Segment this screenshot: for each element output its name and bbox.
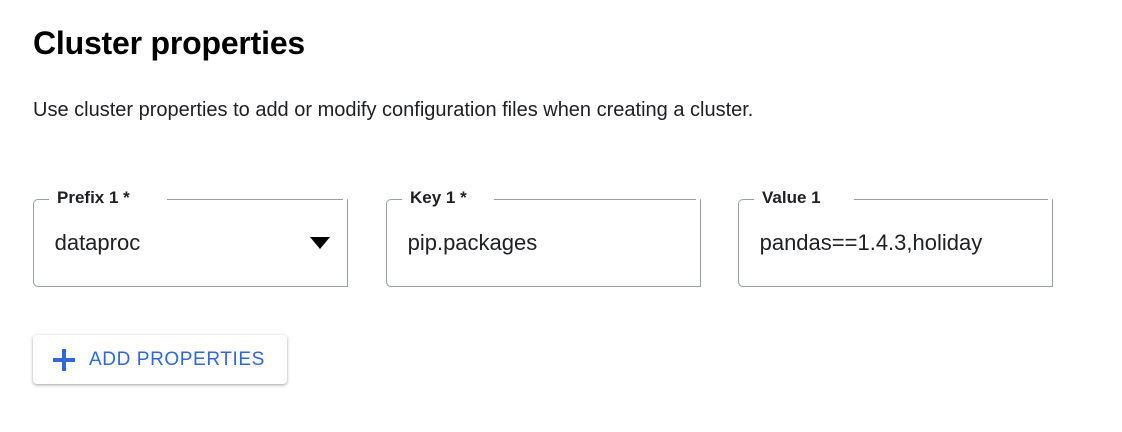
field-value-1[interactable]: Value 1 pandas==1.4.3,holiday bbox=[738, 188, 1053, 287]
outline-trailing bbox=[347, 199, 348, 287]
field-body-prefix-1[interactable]: dataproc bbox=[35, 201, 347, 286]
field-value-prefix-1: dataproc bbox=[54, 230, 141, 255]
page-description: Use cluster properties to add or modify … bbox=[33, 99, 754, 121]
field-label-prefix-1: Prefix 1 * bbox=[53, 188, 134, 208]
field-value-key-1: pip.packages bbox=[407, 230, 538, 255]
add-properties-button[interactable]: ADD PROPERTIES bbox=[33, 335, 287, 384]
field-label-key-1: Key 1 * bbox=[406, 188, 471, 208]
field-label-value-1: Value 1 bbox=[758, 188, 825, 208]
outline-trailing bbox=[1052, 199, 1053, 287]
field-prefix-1[interactable]: Prefix 1 * dataproc bbox=[33, 188, 348, 287]
field-body-value-1[interactable]: pandas==1.4.3,holiday bbox=[740, 201, 1052, 286]
chevron-down-icon[interactable] bbox=[310, 237, 331, 249]
field-value-value-1: pandas==1.4.3,holiday bbox=[759, 230, 983, 255]
add-properties-label: ADD PROPERTIES bbox=[89, 348, 265, 370]
plus-icon bbox=[53, 348, 75, 371]
field-key-1[interactable]: Key 1 * pip.packages bbox=[386, 188, 701, 287]
outline-trailing bbox=[700, 199, 701, 287]
cluster-properties-row: Prefix 1 * dataproc Key 1 * pip.packages… bbox=[33, 188, 1093, 287]
field-body-key-1[interactable]: pip.packages bbox=[388, 201, 700, 286]
page-title: Cluster properties bbox=[33, 25, 306, 61]
